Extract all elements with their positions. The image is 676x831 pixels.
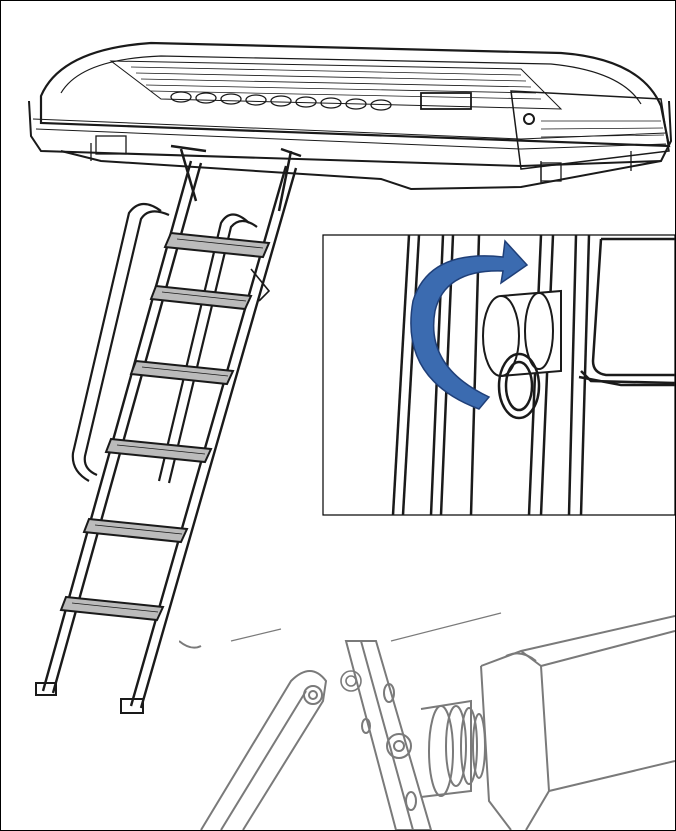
pull-ring [497, 352, 541, 420]
hinge-joint-detail [179, 612, 675, 830]
ladder [35, 144, 302, 714]
lid-texture [130, 66, 542, 100]
latch [420, 92, 472, 110]
right-handrail [157, 213, 250, 482]
left-handrail [71, 202, 162, 482]
ladder-rungs [59, 231, 271, 622]
roof-tent-box [28, 41, 673, 191]
rotate-arrow-icon [410, 239, 529, 410]
side-knob [523, 113, 535, 125]
pin-rotation-detail [322, 234, 675, 516]
lid-pattern-circles [170, 91, 392, 111]
